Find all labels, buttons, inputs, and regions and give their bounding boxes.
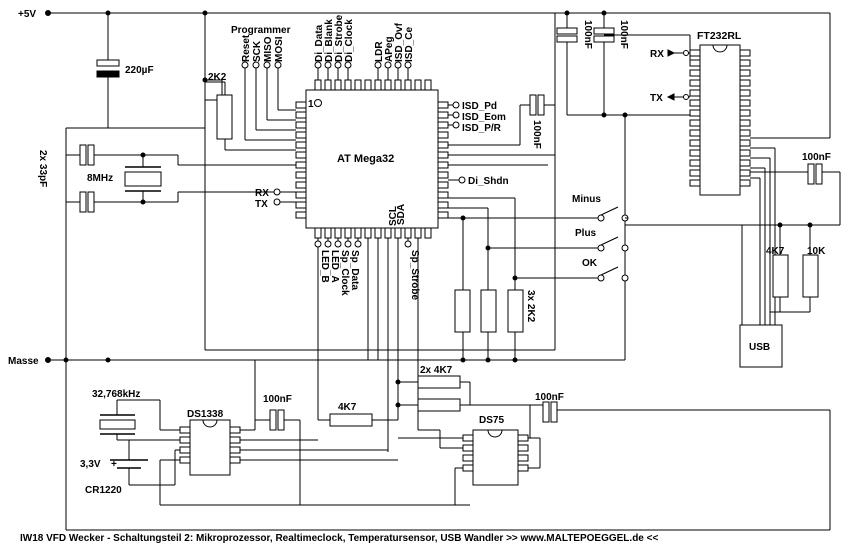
di-strobe-label: Di_Strobe [334, 14, 345, 62]
sda-label: SDA [396, 204, 407, 225]
cap-220uf-label: 220µF [125, 65, 154, 76]
cap-100nf-temp-label: 100nF [535, 392, 564, 403]
cap-100nf-b-label: 100nF [618, 20, 629, 49]
capacitor-220uf [96, 13, 120, 128]
ft-rx-label: RX [650, 49, 664, 60]
programmer-label: Programmer [231, 25, 291, 36]
mcu-chip [295, 79, 449, 239]
btn-minus-label: Minus [572, 194, 601, 205]
sp-strobe-label: Sp_Strobe [409, 250, 420, 300]
battery [110, 440, 180, 486]
mcu-tx-label: TX [255, 199, 268, 210]
temp-chip [398, 401, 570, 505]
prog-reset-label: Reset [241, 34, 252, 62]
res-2x4k7-label: 2x 4K7 [420, 365, 453, 376]
buttons [448, 197, 629, 360]
mcu-bottom-connectors [314, 238, 419, 452]
ft232-name-label: FT232RL [697, 30, 742, 42]
ft-tx-label: TX [650, 93, 663, 104]
cap-100nf-rtc-label: 100nF [263, 394, 292, 405]
isd-ovf-label: ISD_Ovf [394, 22, 405, 62]
led-a-label: LED_A [329, 250, 340, 283]
res-10k-label: 10K [807, 246, 826, 257]
mcu-top-connectors [314, 61, 412, 80]
batt-plus-label: + [111, 459, 117, 470]
cap-100nf-ft-label: 100nF [802, 152, 831, 163]
sp-data-label: Sp_Data [349, 250, 360, 290]
di-data-label: Di_Data [314, 24, 325, 62]
xtal-32k-label: 32,768kHz [92, 389, 140, 400]
i2c-pullups [395, 375, 530, 412]
cap-2x33pf-label: 2x 33pF [37, 150, 48, 187]
res-4k7-label: 4K7 [338, 402, 357, 413]
mcu-name-label: AT Mega32 [337, 153, 394, 165]
footer-caption: IW18 VFD Wecker - Schaltungsteil 2: Mikr… [20, 533, 658, 544]
isd-pd-label: ISD_Pd [462, 101, 497, 112]
usb-section [625, 222, 840, 368]
res-4k7-usb-label: 4K7 [766, 246, 785, 257]
batt-name-label: CR1220 [85, 485, 122, 496]
ft232-uart [666, 49, 690, 101]
di-shdn-label: Di_Shdn [468, 176, 509, 187]
ldr-label: LDR [374, 41, 385, 62]
mcu-pin1-marker: 1 [308, 99, 314, 110]
btn-ok-label: OK [582, 258, 598, 269]
prog-sck-label: SCK [252, 40, 263, 62]
ft232-decoupling [556, 13, 691, 360]
ft232-right-wires [750, 137, 841, 325]
rtc-name-label: DS1338 [187, 409, 224, 420]
mcu-supply-wires [202, 13, 556, 351]
rtc-chip [159, 360, 470, 506]
btn-plus-label: Plus [575, 228, 597, 239]
prog-miso-label: MISO [263, 36, 274, 62]
isd-eom-label: ISD_Eom [462, 112, 506, 123]
isd-pr-label: ISD_P/R [462, 123, 502, 134]
cap-100nf-a-label: 100nF [582, 20, 593, 49]
sp-clock-label: Sp_Clock [339, 250, 350, 296]
ground-label: Masse [8, 356, 39, 367]
di-clock-label: Di_Clock [344, 19, 355, 62]
batt-voltage-label: 3,3V [80, 459, 101, 470]
ground-rail [45, 357, 831, 531]
di-blank-label: Di_Blank [324, 19, 335, 62]
isd-ce-label: ISD_Ce [404, 27, 415, 62]
crystal-8mhz-label: 8MHz [87, 173, 113, 184]
apeg-label: APeg [384, 36, 395, 62]
reset-resistor [205, 81, 296, 151]
mcu-rx-label: RX [255, 188, 269, 199]
supply-label: +5V [18, 9, 36, 20]
ft232-chip [689, 44, 751, 196]
mcu-right-connectors [448, 13, 556, 184]
scl-label: SCL [388, 206, 399, 226]
res-2k2-reset-label: 2K2 [208, 72, 227, 83]
res-4k7-line [317, 247, 398, 427]
crystal-network [65, 127, 296, 360]
supply-rail [45, 10, 831, 139]
res-3x2k2-label: 3x 2K2 [525, 290, 536, 323]
cap-100nf-mcu-label: 100nF [531, 120, 542, 149]
usb-label: USB [749, 342, 770, 353]
programmer-connector [241, 61, 296, 141]
crystal-32khz [99, 399, 180, 441]
mcu-uart-pins [273, 188, 296, 206]
led-b-label: LED_B [319, 250, 330, 283]
temp-name-label: DS75 [479, 415, 504, 426]
prog-mosi-label: MOSI [274, 36, 285, 62]
